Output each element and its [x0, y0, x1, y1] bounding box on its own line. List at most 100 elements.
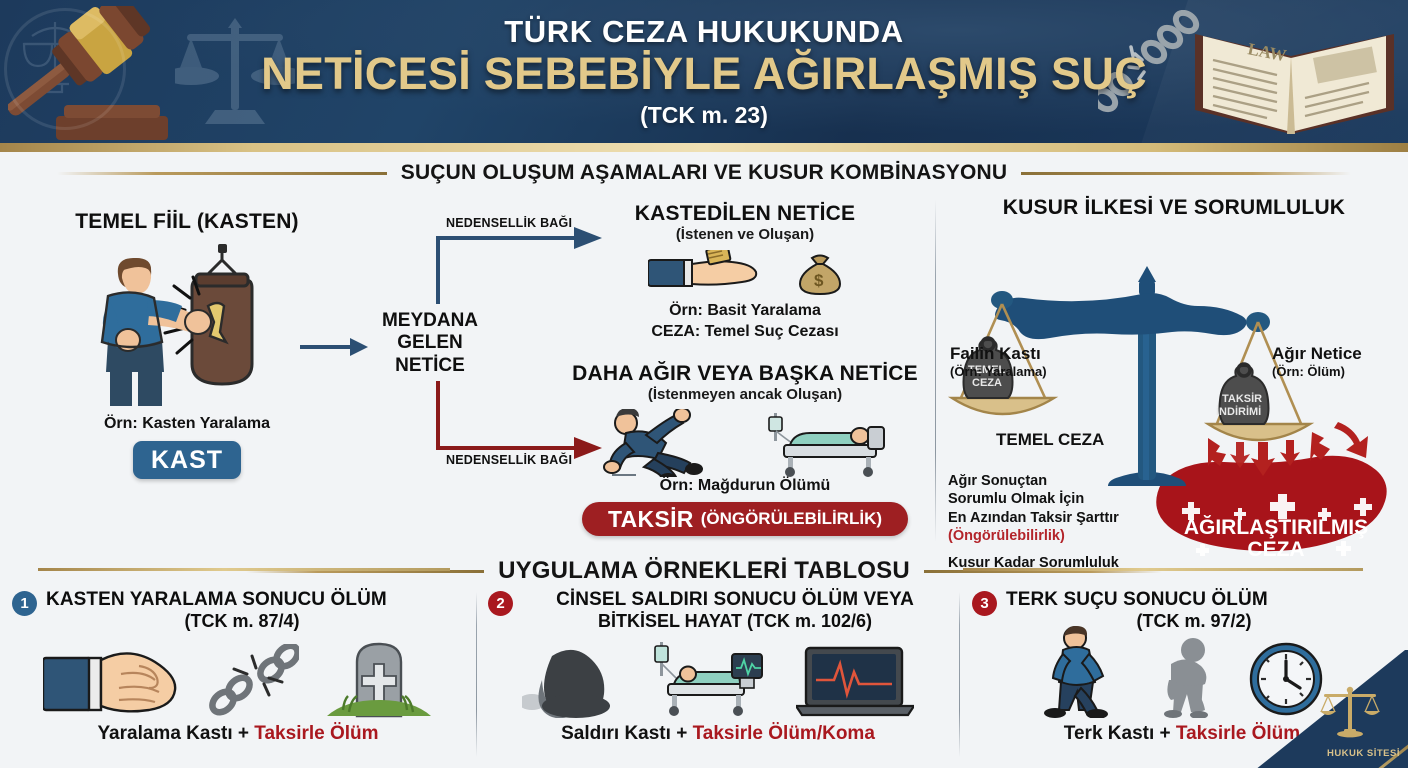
example-card-1: 1 KASTEN YARALAMA SONUCU ÖLÜM (TCK m. 87… [12, 584, 464, 768]
failin-kasti-sub: (Örn: Yaralama) [950, 364, 1047, 379]
fist-icon [43, 652, 177, 713]
arrow-to-netice-icon [300, 338, 368, 356]
agir-netice-main: Ağır Netice [1272, 344, 1362, 363]
daha-agir-icons [550, 407, 940, 477]
meydana-line1: MEYDANA [381, 310, 479, 331]
logo-scales-icon [1320, 686, 1380, 738]
example-2-footer: Saldırı Kastı + Taksirle Ölüm/Koma [488, 723, 948, 745]
example-3-footer: Terk Kastı + Taksirle Ölüm [972, 723, 1392, 745]
svg-text:CEZA: CEZA [972, 377, 1002, 389]
example-2-head: 2 CİNSEL SALDIRI SONUCU ÖLÜM VEYA BİTKİS… [488, 584, 948, 632]
stooped-man-icon [1164, 637, 1208, 718]
header-title-line3: (TCK m. 23) [640, 101, 768, 128]
scales-ghost-icon [175, 18, 295, 124]
temel-fiil-example: Örn: Kasten Yaralama [103, 415, 270, 432]
header-title-group: TÜRK CEZA HUKUKUNDA NETİCESİ SEBEBİYLE A… [0, 0, 1408, 143]
broken-chain-header-icon [1098, 10, 1200, 113]
kusur-para-l2: Sorumlu Olmak İçin [948, 491, 1085, 508]
taksir-badge-paren: (ÖNGÖRÜLEBİLİRLİK) [700, 509, 883, 528]
svg-text:CEZA: CEZA [1247, 538, 1304, 556]
gravestone-icon [327, 642, 431, 718]
example-1-number-badge: 1 [12, 591, 37, 616]
example-3-head: 3 TERK SUÇU SONUCU ÖLÜM (TCK m. 97/2) [972, 584, 1392, 632]
svg-text:TEMEL: TEMEL [968, 364, 1006, 376]
hand-giving-money-icon [648, 250, 758, 287]
hospital-bed-icon [768, 413, 885, 477]
kastedilen-subtitle: (İstenen ve Oluşan) [675, 226, 815, 243]
header-title-line1: TÜRK CEZA HUKUKUNDA [504, 14, 904, 50]
branch-arrows-svg [436, 227, 602, 459]
example-3-subtitle: (TCK m. 97/2) [1136, 610, 1252, 631]
example-1-foot-red: Taksirle Ölüm [254, 722, 379, 744]
header-title-line2: NETİCESİ SEBEBİYLE AĞIRLAŞMIŞ SUÇ [261, 48, 1147, 100]
example-2-foot-red: Taksirle Ölüm/Koma [692, 722, 875, 744]
boxer-punching-bag-icon [100, 244, 254, 406]
section2-heading: UYGULAMA ÖRNEKLERİ TABLOSU [498, 557, 910, 584]
example-2-icons [488, 636, 948, 718]
branch-label-bottom: NEDENSELLİK BAĞI [446, 453, 573, 467]
taksir-badge: TAKSİR (ÖNGÖRÜLEBİLİRLİK) [582, 502, 908, 536]
header-gold-band [0, 143, 1408, 152]
example-2-foot-black: Saldırı Kastı + [561, 722, 693, 744]
daha-agir-note: Örn: Mağdurun Ölümü [659, 477, 831, 494]
example-1-footer: Yaralama Kastı + Taksirle Ölüm [12, 723, 464, 745]
broken-chain-icon [209, 643, 299, 716]
daha-agir-subtitle: (İstenmeyen ancak Oluşan) [647, 386, 843, 403]
section1-heading: SUÇUN OLUŞUM AŞAMALARI VE KUSUR KOMBİNAS… [400, 161, 1008, 184]
temel-fiil-title: TEMEL FİİL (KASTEN) [75, 210, 299, 233]
laptop-ecg-icon [796, 646, 914, 716]
kastedilen-note-line2: CEZA: Temel Suç Cezası [651, 322, 839, 340]
section2-rule-left [246, 569, 485, 573]
money-bag-icon: $ [798, 254, 842, 296]
examples-gold-rule-right [963, 568, 1363, 571]
meydana-line3: NETİCE [395, 354, 465, 376]
seal-emblem-icon [4, 8, 126, 130]
example-1-head: 1 KASTEN YARALAMA SONUCU ÖLÜM (TCK m. 87… [12, 584, 464, 632]
example-2-titles: CİNSEL SALDIRI SONUCU ÖLÜM VEYA BİTKİSEL… [522, 589, 948, 632]
example-3-title: TERK SUÇU SONUCU ÖLÜM [1006, 589, 1268, 610]
example-3-foot-red: Taksirle Ölüm [1175, 722, 1301, 744]
example-1-titles: KASTEN YARALAMA SONUCU ÖLÜM (TCK m. 87/4… [46, 589, 464, 632]
section1-heading-row: SUÇUN OLUŞUM AŞAMALARI VE KUSUR KOMBİNAS… [0, 160, 1408, 186]
agir-netice-label: Ağır Netice (Örn: Ölüm) [1272, 344, 1402, 379]
svg-text:TAKSİR: TAKSİR [1222, 392, 1262, 405]
header-banner: LAW TÜRK CEZA HUKUKUNDA NETİCESİ SEBEBİY… [0, 0, 1408, 152]
falling-man-icon [603, 409, 703, 477]
daha-agir-title: DAHA AĞIR VEYA BAŞKA NETİCE [572, 362, 918, 385]
section1-rule-right [1021, 171, 1352, 175]
branch-arrows-group: NEDENSELLİK BAĞI NEDENSELLİK BAĞI [430, 216, 630, 471]
example-1-title: KASTEN YARALAMA SONUCU ÖLÜM [46, 589, 387, 610]
kusur-paragraph: Ağır Sonuçtan Sorumlu Olmak İçin En Azın… [948, 472, 1178, 572]
kusur-para-l5: Kusur Kadar Sorumluluk [948, 554, 1119, 571]
svg-text:$: $ [814, 271, 824, 290]
meydana-gelen-netice-label: MEYDANA GELEN NETİCE [370, 310, 490, 377]
daha-agir-netice-block: DAHA AĞIR VEYA BAŞKA NETİCE (İstenmeyen … [550, 362, 940, 536]
agir-netice-sub: (Örn: Ölüm) [1272, 364, 1345, 379]
kastedilen-note: Örn: Basit Yaralama CEZA: Temel Suç Ceza… [570, 301, 920, 343]
examples-section: 1 KASTEN YARALAMA SONUCU ÖLÜM (TCK m. 87… [0, 568, 1408, 768]
svg-text:İNDİRİMİ: İNDİRİMİ [1216, 405, 1261, 418]
kusur-para-l3: En Azından Taksir Şarttır [948, 509, 1119, 526]
kast-badge-label: KAST [150, 445, 224, 474]
kusur-para-l4: (Öngörülebilirlik) [948, 528, 1065, 545]
example-3-titles: TERK SUÇU SONUCU ÖLÜM (TCK m. 97/2) [1006, 589, 1392, 632]
clock-icon [1249, 642, 1323, 716]
law-book-icon: LAW [1195, 34, 1394, 134]
kastedilen-note-line1: Örn: Basit Yaralama [669, 302, 821, 319]
example-2-number-badge: 2 [488, 591, 513, 616]
walking-man-icon [1044, 625, 1108, 718]
taksir-badge-main: TAKSİR [607, 505, 694, 532]
main-vertical-divider [935, 200, 936, 542]
kusur-panel-title: KUSUR İLKESİ VE SORUMLULUK [1002, 196, 1346, 219]
kastedilen-icons: $ [570, 249, 920, 297]
kusur-para-l1: Ağır Sonuçtan [948, 473, 1048, 489]
kusur-panel: KUSUR İLKESİ VE SORUMLULUK [940, 196, 1408, 571]
scales-of-justice-icon: TEMEL CEZA TAKSİR İNDİRİMİ [947, 266, 1387, 561]
svg-text:AĞIRLAŞTIRILMIŞ: AĞIRLAŞTIRILMIŞ [1184, 515, 1368, 539]
section1-rule-left [56, 171, 387, 175]
example-3-number-badge: 3 [972, 591, 997, 616]
meydana-line2: GELEN [397, 332, 463, 354]
boxer-illustration [22, 244, 352, 409]
examples-divider-2 [959, 592, 960, 757]
